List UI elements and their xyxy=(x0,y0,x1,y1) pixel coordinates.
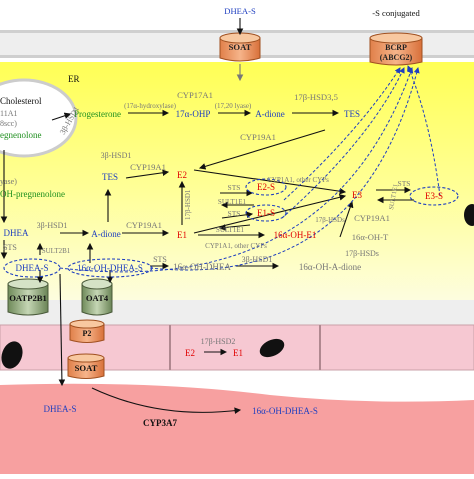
e1-label: E1 xyxy=(177,230,187,240)
s-conjugated-label: -S conjugated xyxy=(372,8,420,18)
cyp19a1-e1-label: CYP19A1 xyxy=(126,220,162,230)
17b-hsd1-label: 17β-HSD1 xyxy=(184,189,192,220)
a-dione-top-label: A-dione xyxy=(255,109,285,119)
oh-pregnenolone-label: OH-pregnenolone xyxy=(0,189,65,199)
soat-top-body xyxy=(219,37,261,62)
dheas-bottom-label: DHEA-S xyxy=(44,404,77,414)
oat4-transporter xyxy=(81,278,113,316)
labels: DHEA-S -S conjugated SOAT BCRP (ABCG2) E… xyxy=(0,6,443,428)
p2-body xyxy=(69,323,105,343)
er-label: ER xyxy=(68,74,80,84)
e1s-label: E1-S xyxy=(257,208,275,218)
top-membrane-line xyxy=(0,30,474,33)
e3-label: E3 xyxy=(352,190,362,200)
sult2b1-label: SULT2B1 xyxy=(42,247,71,255)
scc-label: 8scc) xyxy=(0,119,17,128)
3b-hsd1-top-label: 3β-HSD1 xyxy=(101,151,132,160)
dhea-label: DHEA xyxy=(4,228,29,238)
16a-oh-t-label: 16α-OH-T xyxy=(352,232,389,242)
cyp1a1-bottom-label: CYP1A1, other CYPs xyxy=(205,242,267,250)
oatp2b1-transporter xyxy=(7,278,49,316)
p2-transporter xyxy=(69,319,105,343)
soat-bottom-label: SOAT xyxy=(75,363,98,373)
3b-hsd1-bottom-label: 3β-HSD1 xyxy=(242,255,273,264)
p2-cap xyxy=(69,319,105,329)
oatp2b1-body xyxy=(7,283,49,316)
sts-dhea-label: STS xyxy=(3,243,17,252)
nucleus-left xyxy=(1,341,23,369)
3b-hsd1-dhea-label: 3β-HSD1 xyxy=(37,221,68,230)
e1-bottom-label: E1 xyxy=(233,348,243,358)
17a-ohp-label: 17α-OHP xyxy=(176,109,211,119)
17b-hsds-bottom-label: 17β-HSDs xyxy=(345,249,379,258)
cyp19a1-e2-label: CYP19A1 xyxy=(130,162,166,172)
e3s-label: E3-S xyxy=(425,191,443,201)
oatp2b1-label: OATP2B1 xyxy=(9,293,47,303)
er-region xyxy=(0,62,474,303)
17b-hsd35-label: 17β-HSD3,5 xyxy=(294,92,338,102)
top-dheas-label: DHEA-S xyxy=(224,6,256,16)
16a-oh-e1-label: 16α-OH-E1 xyxy=(274,230,317,240)
lower-cytoplasm xyxy=(0,300,474,325)
cyp19a1-mid-label: CYP19A1 xyxy=(240,132,276,142)
nucleus-er xyxy=(464,204,474,226)
sulfate-ovals xyxy=(3,178,459,278)
oatp2b1-cap xyxy=(7,278,49,290)
lyase-1720-label: (17,20 lyase) xyxy=(215,102,252,110)
tes-mid-label: TES xyxy=(102,172,118,182)
bcrp-body xyxy=(369,37,423,66)
fetal-liver-region xyxy=(0,383,474,474)
cyp19a1-e3-label: CYP19A1 xyxy=(354,213,390,223)
sts-e3-label: STS xyxy=(398,179,411,188)
16a-oh-dheas-label: 16α-OH-DHEA-S xyxy=(77,263,143,273)
soat-top-label: SOAT xyxy=(229,42,252,52)
17b-hsds-e3-label: 17β-HSDs xyxy=(315,216,345,224)
progesterone-label: Progesterone xyxy=(74,109,121,119)
soat-top-transporter xyxy=(219,32,261,62)
e2-label: E2 xyxy=(177,170,187,180)
hydroxylase-label: (17α-hydroxylase) xyxy=(124,102,177,110)
abcg2-label: (ABCG2) xyxy=(380,53,413,62)
16a-oh-dheas-bottom-label: 16α-OH-DHEA-S xyxy=(252,406,318,416)
cyp3a7-label: CYP3A7 xyxy=(143,418,177,428)
cell-background xyxy=(0,30,474,474)
a-dione-mid-label: A-dione xyxy=(91,229,121,239)
lyase-left-label: yase) xyxy=(0,177,17,186)
sts-mid-label: STS xyxy=(153,255,167,264)
bcrp-transporter xyxy=(369,32,423,66)
cyp17a1-label: CYP17A1 xyxy=(177,90,213,100)
16a-oh-a-dione-label: 16α-OH-A-dione xyxy=(299,262,361,272)
16a-oh-dhea-label: 16α-OH-DHEA xyxy=(173,262,231,272)
blue-dashed-arrows xyxy=(59,65,441,273)
bcrp-cap xyxy=(369,32,423,44)
tes-top-label: TES xyxy=(344,109,360,119)
dheas-cell-label: DHEA-S xyxy=(16,263,49,273)
soat-bottom-body xyxy=(67,357,105,379)
sts-e2-label: STS xyxy=(228,183,241,192)
sts-e1-label: STS xyxy=(228,209,241,218)
sult-e2-label: SULT1E1 xyxy=(218,198,247,206)
cyp1a1-top-label: CYP1A1, other CYPs xyxy=(267,176,329,184)
cholesterol-label: Cholesterol xyxy=(0,96,42,106)
oat4-cap xyxy=(81,278,113,290)
pregnenolone-label: egnenolone xyxy=(0,130,41,140)
cyp11a1-label: 11A1 xyxy=(0,109,17,118)
sult-e1-label: SULT1E1 xyxy=(216,226,245,234)
17b-hsd2-label: 17β-HSD2 xyxy=(201,337,236,346)
mitochondrion xyxy=(0,78,78,158)
bcrp-label: BCRP xyxy=(385,43,407,52)
p2-label: P2 xyxy=(83,329,92,338)
black-arrows xyxy=(0,18,414,414)
oat4-body xyxy=(81,283,113,316)
sult-e3-label: SULT1E1 xyxy=(388,183,399,210)
soat-bottom-cap xyxy=(67,353,105,363)
e2s-label: E2-S xyxy=(257,182,275,192)
nucleus-right xyxy=(259,338,285,358)
oat4-label: OAT4 xyxy=(86,293,109,303)
e2-bottom-label: E2 xyxy=(185,348,195,358)
soat-bottom-transporter xyxy=(67,353,105,379)
